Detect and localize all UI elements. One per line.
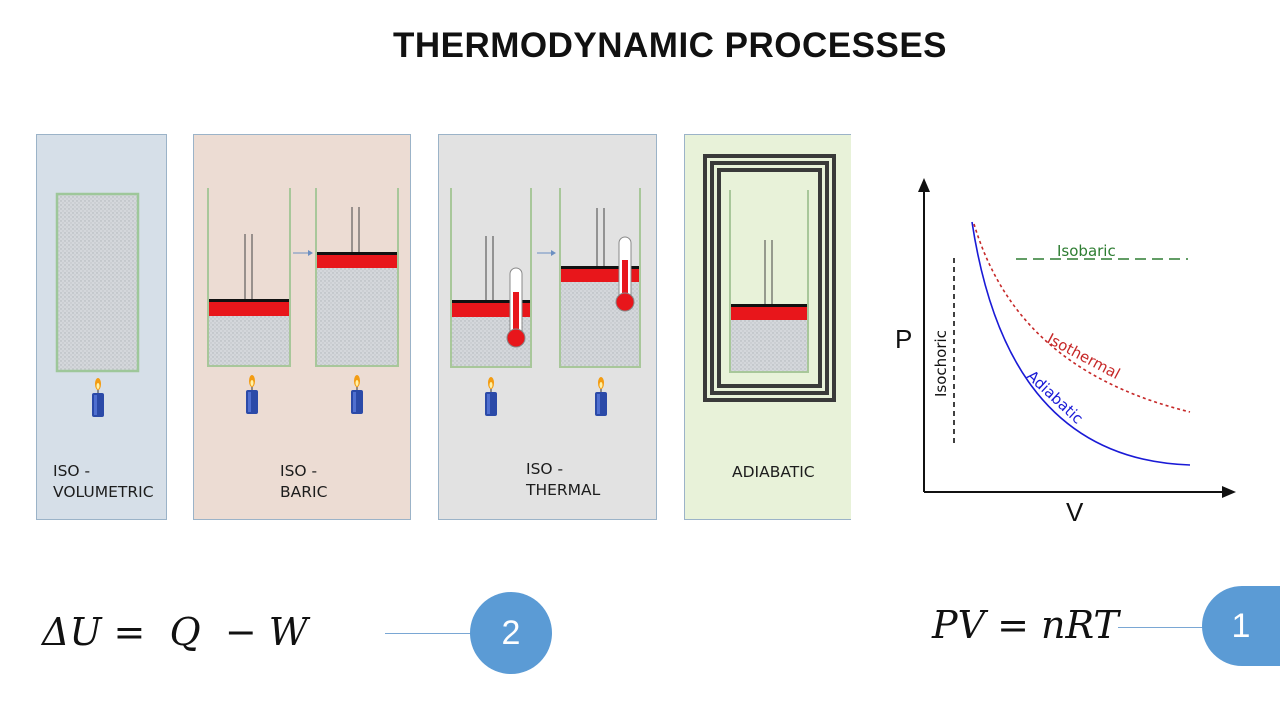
adiabatic-curve xyxy=(971,221,1191,466)
isothermal-label: Isothermal xyxy=(1044,330,1123,383)
panel-isobaric-label: ISO - BARIC xyxy=(280,461,327,503)
y-axis-label: P xyxy=(895,324,912,354)
panel-isovolumetric-label: ISO - VOLUMETRIC xyxy=(53,461,154,503)
adiabatic-cylinder xyxy=(729,190,809,373)
adiabatic-label: Adiabatic xyxy=(1023,367,1086,428)
first-law-connector xyxy=(385,633,473,634)
panel-isothermal-label-line2: THERMAL xyxy=(526,481,601,499)
x-axis-arrow-icon xyxy=(1222,486,1236,498)
panel-isothermal-label-line1: ISO - xyxy=(526,460,564,478)
page-title: THERMODYNAMIC PROCESSES xyxy=(392,26,948,65)
panel-adiabatic-label: ADIABATIC xyxy=(732,463,815,481)
isobaric-cylinder-expanded xyxy=(315,188,399,367)
panel-isothermal-label: ISO - THERMAL xyxy=(526,459,600,501)
thermometer-icon xyxy=(506,267,526,348)
isothermal-cylinder-expanded xyxy=(559,188,641,368)
panel-isovolumetric-label-line1: ISO - xyxy=(53,462,91,480)
isothermal-cylinder-initial xyxy=(450,188,532,368)
ideal-gas-connector xyxy=(1118,627,1206,628)
isobaric-label: Isobaric xyxy=(1057,242,1116,260)
ideal-gas-equation: PV = nRT xyxy=(932,603,1119,647)
ideal-gas-badge: 1 xyxy=(1202,586,1280,666)
isobaric-cylinder-initial xyxy=(207,188,291,367)
panel-isobaric-label-line1: ISO - xyxy=(280,462,318,480)
x-axis-label: V xyxy=(1066,497,1084,527)
first-law-equation: ΔU = Q − W xyxy=(42,610,308,654)
first-law-badge: 2 xyxy=(470,592,552,674)
panel-isovolumetric-label-line2: VOLUMETRIC xyxy=(53,483,154,501)
panel-isobaric-label-line2: BARIC xyxy=(280,483,328,501)
y-axis-arrow-icon xyxy=(918,178,930,192)
thermometer-icon xyxy=(615,236,635,312)
isochoric-label: Isochoric xyxy=(932,330,950,397)
adiabatic-insulation xyxy=(703,154,836,402)
isovolumetric-container xyxy=(55,192,140,373)
isothermal-curve xyxy=(973,223,1191,413)
